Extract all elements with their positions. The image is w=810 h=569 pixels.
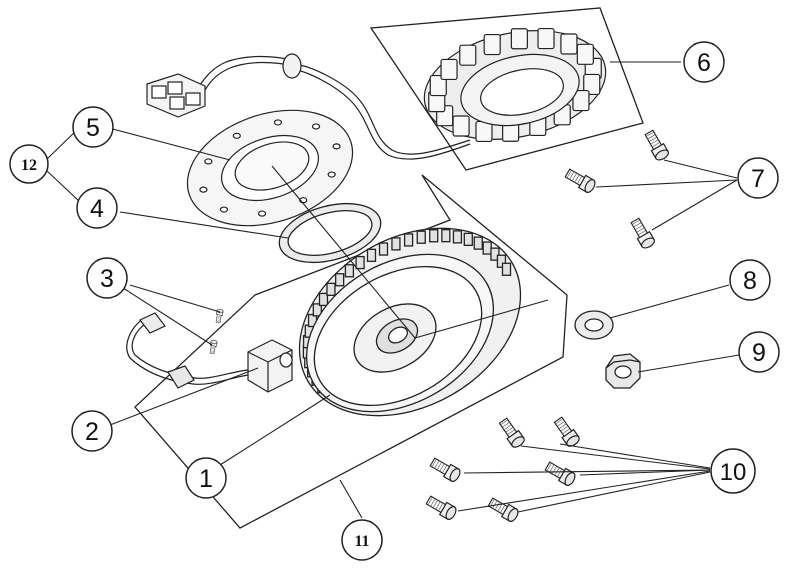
flywheel-magnet [378, 242, 389, 256]
flywheel-magnet [334, 273, 345, 287]
callout-8: 8 [729, 259, 771, 301]
flywheel-magnet [391, 237, 401, 251]
stator-tooth [510, 28, 528, 50]
flywheel-magnet [452, 230, 463, 244]
gasket-bolt-hole [327, 171, 336, 178]
o-ring-part [278, 203, 382, 263]
svg-text:9: 9 [752, 339, 766, 367]
svg-text:5: 5 [86, 114, 100, 142]
wiring-harness [146, 53, 471, 160]
nut-part [605, 353, 641, 389]
svg-text:11: 11 [354, 533, 369, 550]
flywheel-magnet [496, 254, 507, 268]
callout-6: 6 [683, 41, 725, 83]
stator-tooth [483, 33, 501, 56]
assembly-axis-line [271, 165, 549, 339]
flywheel-part [298, 227, 522, 417]
callout-2: 2 [71, 410, 113, 452]
gasket-bolt-hole [204, 158, 213, 165]
stator-tooth [429, 74, 447, 97]
callout-12: 12 [9, 144, 49, 184]
stator-bolt-parts [563, 128, 671, 251]
svg-text:10: 10 [720, 459, 747, 486]
group-frame-stator [369, 7, 644, 171]
gasket-bolt-hole [219, 206, 229, 213]
flywheel-magnet [344, 264, 355, 278]
svg-text:8: 8 [743, 267, 757, 295]
flywheel-magnet [366, 248, 377, 262]
flywheel-magnet [473, 236, 483, 250]
flywheel-bolt-parts [424, 415, 582, 524]
svg-text:12: 12 [21, 157, 37, 174]
flywheel-magnet [441, 229, 451, 243]
gasket-bolt-hole [273, 119, 283, 126]
stator-tooth [560, 33, 578, 55]
callout-10: 10 [710, 448, 756, 494]
stator-tooth [459, 44, 477, 66]
svg-text:7: 7 [751, 165, 765, 193]
stator-tooth [583, 73, 601, 96]
flywheel-magnet [490, 247, 500, 261]
gasket-bolt-hole [332, 143, 341, 150]
stator-part [423, 27, 607, 143]
svg-text:4: 4 [90, 195, 104, 223]
flywheel-magnet [326, 282, 336, 296]
callout-7: 7 [737, 157, 779, 199]
flywheel-magnet [501, 262, 512, 276]
flywheel-magnet [416, 230, 426, 244]
callout-9: 9 [738, 331, 780, 373]
svg-text:6: 6 [697, 49, 711, 77]
stator-tooth [440, 58, 458, 81]
leader-lines [45, 61, 740, 519]
svg-text:1: 1 [199, 465, 213, 493]
gasket-bolt-hole [311, 123, 321, 130]
washer-part [574, 310, 614, 340]
svg-text:3: 3 [100, 265, 114, 293]
flywheel-magnet [429, 229, 439, 243]
svg-text:2: 2 [85, 418, 99, 446]
stator-tooth [576, 43, 594, 65]
pickup-sensor-part [126, 312, 293, 393]
flywheel-magnet [318, 292, 329, 307]
stator-tooth [572, 89, 590, 112]
flywheel-magnet [355, 255, 365, 270]
gasket-bolt-hole [257, 210, 267, 217]
flywheel-magnet [403, 233, 414, 247]
group-frame-flywheel [134, 174, 568, 529]
callout-1: 1 [185, 457, 227, 499]
stator-tooth [537, 27, 555, 50]
gasket-bolt-hole [199, 186, 208, 193]
gasket-bolt-hole [232, 132, 241, 139]
callout-4: 4 [76, 187, 118, 229]
flywheel-magnet [312, 303, 322, 317]
callout-11: 11 [341, 519, 383, 561]
callout-5: 5 [72, 106, 114, 148]
callout-3: 3 [86, 257, 128, 299]
flywheel-magnet [482, 241, 492, 255]
flywheel-magnet [463, 232, 473, 247]
stator-tooth [452, 115, 470, 137]
